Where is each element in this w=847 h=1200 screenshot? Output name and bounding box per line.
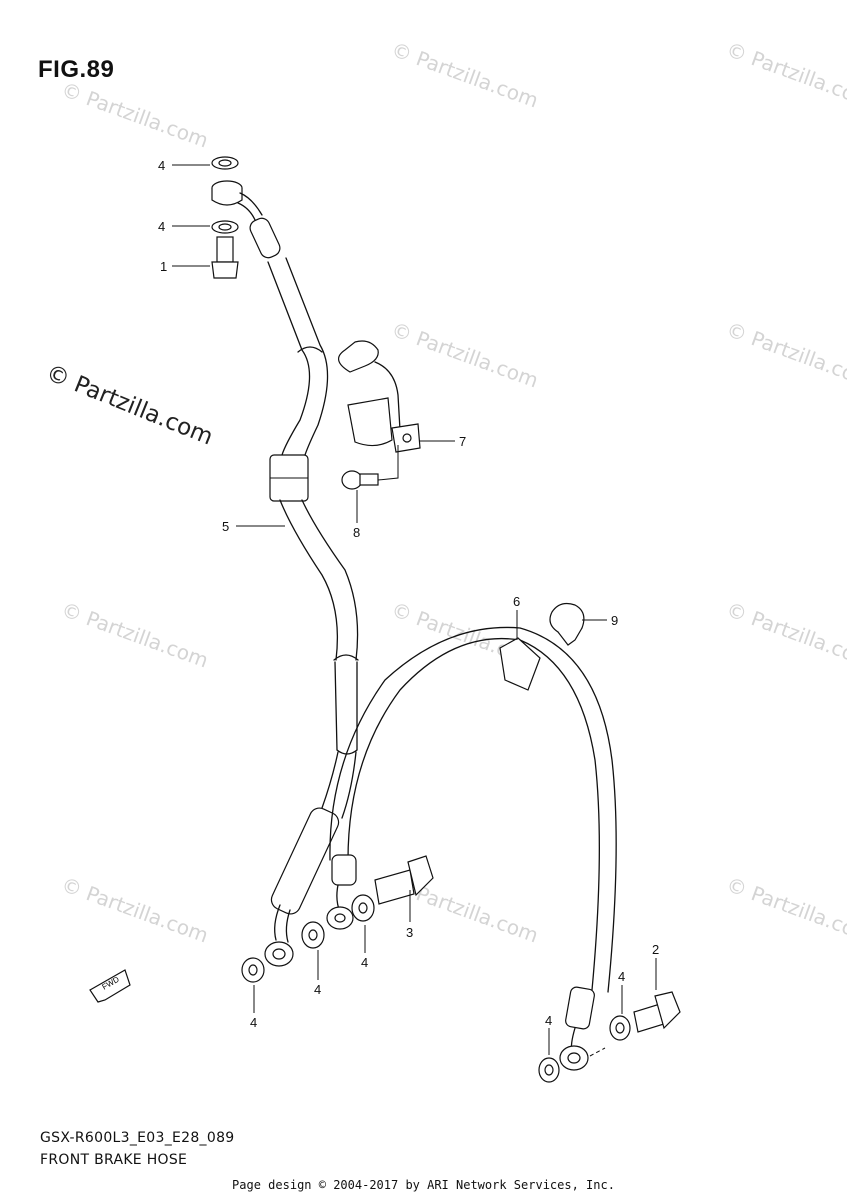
watermark: © Partzilla.com (58, 597, 211, 672)
union-bolt-top-head (211, 261, 239, 279)
assembly-line (589, 1047, 606, 1057)
callout-label: 4 (545, 1013, 552, 1028)
callout-leaders (172, 164, 657, 1055)
washer-hole (248, 964, 258, 976)
hose-clamp (549, 602, 585, 646)
part-name: FRONT BRAKE HOSE (40, 1152, 188, 1168)
clamp-tab (557, 627, 583, 646)
upper-brake-hose (211, 180, 359, 967)
bracket-bolt-thread (359, 473, 379, 486)
washer-hole (308, 929, 318, 941)
union-bolt-mid-thread (374, 869, 415, 905)
bracket-hole (402, 433, 412, 443)
bracket-clamp (347, 397, 393, 447)
hose-line (341, 751, 357, 819)
watermark: © Partzilla.com (388, 317, 541, 392)
watermark: © Partzilla.com (388, 37, 541, 112)
hose-sleeve (565, 986, 595, 1030)
banjo-body-top (211, 188, 243, 206)
callout-label: 1 (160, 259, 167, 274)
hose-line (321, 751, 339, 809)
hose-line (347, 637, 600, 991)
hose-sleeve-bottom (270, 807, 340, 915)
hose-line (279, 499, 339, 661)
hose-sleeve (331, 854, 357, 886)
banjo-hole (272, 948, 286, 960)
hose-grommet-lower (499, 637, 541, 691)
banjo-hole (567, 1052, 581, 1064)
union-bolt-right-head (654, 991, 681, 1030)
watermark: © Partzilla.com (58, 872, 211, 947)
hose-line (267, 261, 311, 456)
callout-label: 4 (361, 955, 368, 970)
watermark: © Partzilla.com (723, 597, 847, 672)
banjo-hole (334, 913, 346, 923)
lower-brake-hose (326, 626, 617, 1071)
hose-line (301, 499, 359, 661)
hose-pipe-bend (237, 202, 257, 223)
hose-pipe (285, 909, 291, 943)
watermark-layer: © Partzilla.com © Partzilla.com © Partzi… (58, 37, 847, 947)
callout-label: 4 (618, 969, 625, 984)
hose-joint (333, 654, 359, 661)
hose-joint (297, 346, 323, 353)
page-footer: Page design © 2004-2017 by ARI Network S… (232, 1178, 615, 1192)
callout-label: 6 (513, 594, 520, 609)
washer-hole (358, 902, 368, 914)
model-code: GSX-R600L3_E03_E28_089 (40, 1130, 235, 1146)
callout-label: 4 (250, 1015, 257, 1030)
callout-label: 4 (314, 982, 321, 997)
union-bolt-top-thread (216, 236, 234, 263)
watermark: © Partzilla.com (723, 317, 847, 392)
fwd-arrow: FWD (89, 969, 131, 1003)
watermark: © Partzilla.com (723, 37, 847, 112)
right-fittings (538, 991, 681, 1083)
callout-label: 3 (406, 925, 413, 940)
washer-hole (218, 159, 232, 167)
callout-label: 7 (459, 434, 466, 449)
hose-line (285, 257, 329, 456)
callout-label: 4 (158, 158, 165, 173)
hose-pipe-bend (239, 192, 263, 216)
callouts: 4 4 1 7 8 5 6 9 3 4 4 4 2 4 4 (158, 158, 659, 1030)
hose-line (334, 661, 338, 751)
hose-pipe (274, 904, 281, 941)
washer-hole (218, 223, 232, 231)
figure-title: FIG.89 (38, 56, 115, 83)
washer-hole (544, 1064, 554, 1076)
bolt-leader (377, 445, 399, 481)
washer-hole (615, 1022, 625, 1034)
watermark: © Partzilla.com (58, 77, 211, 152)
callout-label: 4 (158, 219, 165, 234)
callout-label: 2 (652, 942, 659, 957)
fwd-arrow-icon (89, 969, 131, 1003)
callout-label: 9 (611, 613, 618, 628)
bracket-hook (338, 340, 379, 373)
bracket-arm (374, 361, 401, 431)
bracket-bolt-head (341, 470, 363, 490)
top-fittings (211, 156, 239, 279)
hose-bracket (338, 340, 421, 490)
union-bolt-mid-head (407, 855, 434, 897)
hose-line (329, 626, 617, 993)
mid-fittings (241, 855, 434, 983)
watermark: © Partzilla.com (723, 872, 847, 947)
hose-sleeve-top (249, 217, 281, 259)
callout-label: 5 (222, 519, 229, 534)
callout-label: 8 (353, 525, 360, 540)
